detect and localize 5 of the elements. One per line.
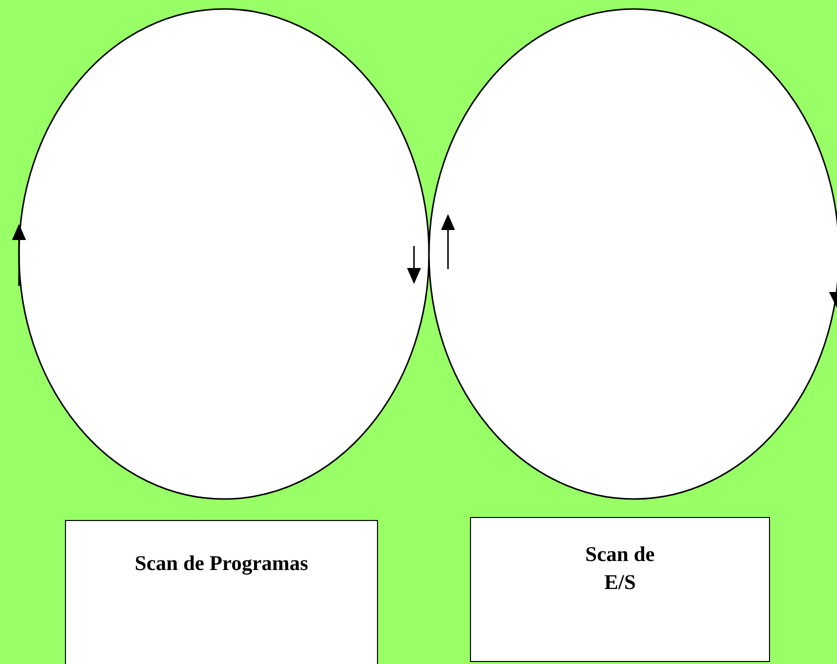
box-label: Scan de Programas <box>134 550 308 577</box>
label-box <box>65 520 378 664</box>
box-label: Scan de E/S <box>584 541 656 596</box>
label-box <box>470 517 770 662</box>
cycle-ellipse <box>18 8 430 500</box>
